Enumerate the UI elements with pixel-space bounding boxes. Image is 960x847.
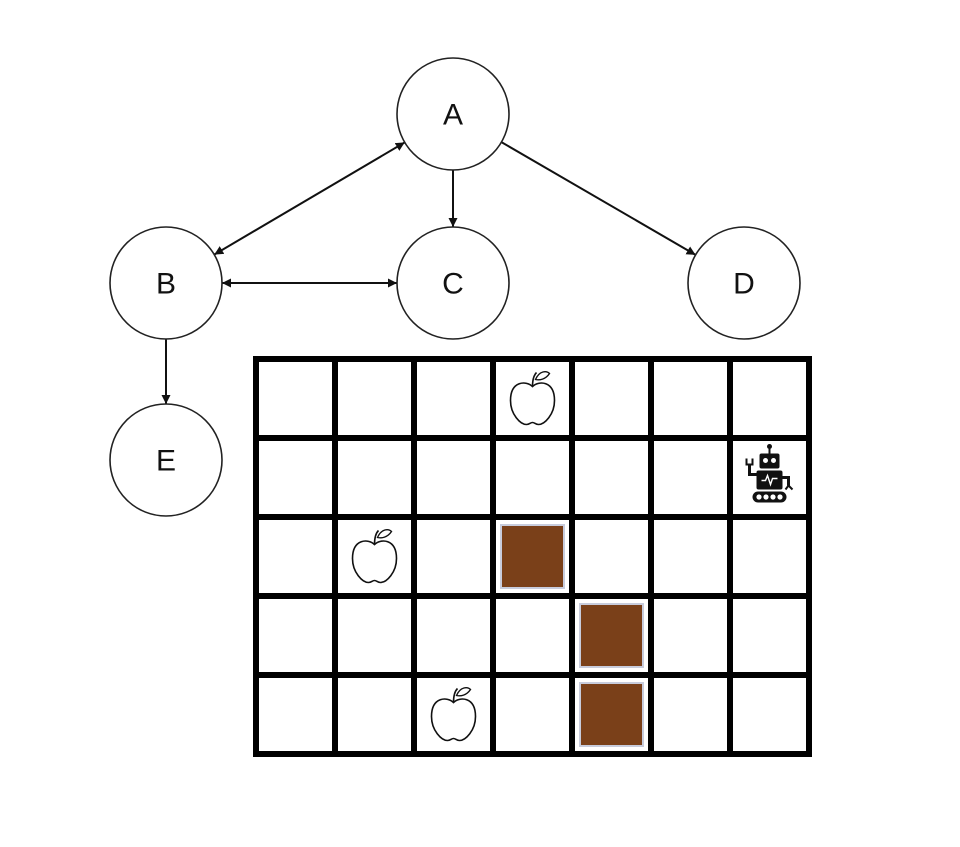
- node-c: C: [396, 226, 510, 340]
- node-label: A: [443, 99, 463, 132]
- node-circle: [396, 226, 510, 340]
- wall-block: [579, 603, 644, 668]
- grid-cells: [500, 524, 644, 747]
- wall-block: [579, 682, 644, 747]
- node-circle: [109, 226, 223, 340]
- grid-world: [253, 356, 812, 757]
- graph-edges: [161, 141, 697, 404]
- node-label: C: [442, 268, 464, 301]
- node-circle: [396, 57, 510, 171]
- apple-icon: [351, 528, 398, 584]
- wall-block: [500, 524, 565, 589]
- robot-icon: [745, 444, 794, 503]
- graph-nodes: A B C D E: [109, 57, 801, 517]
- node-label: E: [156, 445, 176, 478]
- node-circle: [109, 403, 223, 517]
- node-circle: [687, 226, 801, 340]
- node-d: D: [687, 226, 801, 340]
- node-b: B: [109, 226, 223, 340]
- node-label: D: [733, 268, 755, 301]
- grid-lines: [253, 356, 812, 757]
- node-label: B: [156, 268, 176, 301]
- node-e: E: [109, 403, 223, 517]
- apple-icon: [509, 370, 556, 426]
- apple-icon: [430, 686, 477, 742]
- edge-a-d: [500, 141, 697, 256]
- node-a: A: [396, 57, 510, 171]
- edge-a-b: [213, 141, 406, 256]
